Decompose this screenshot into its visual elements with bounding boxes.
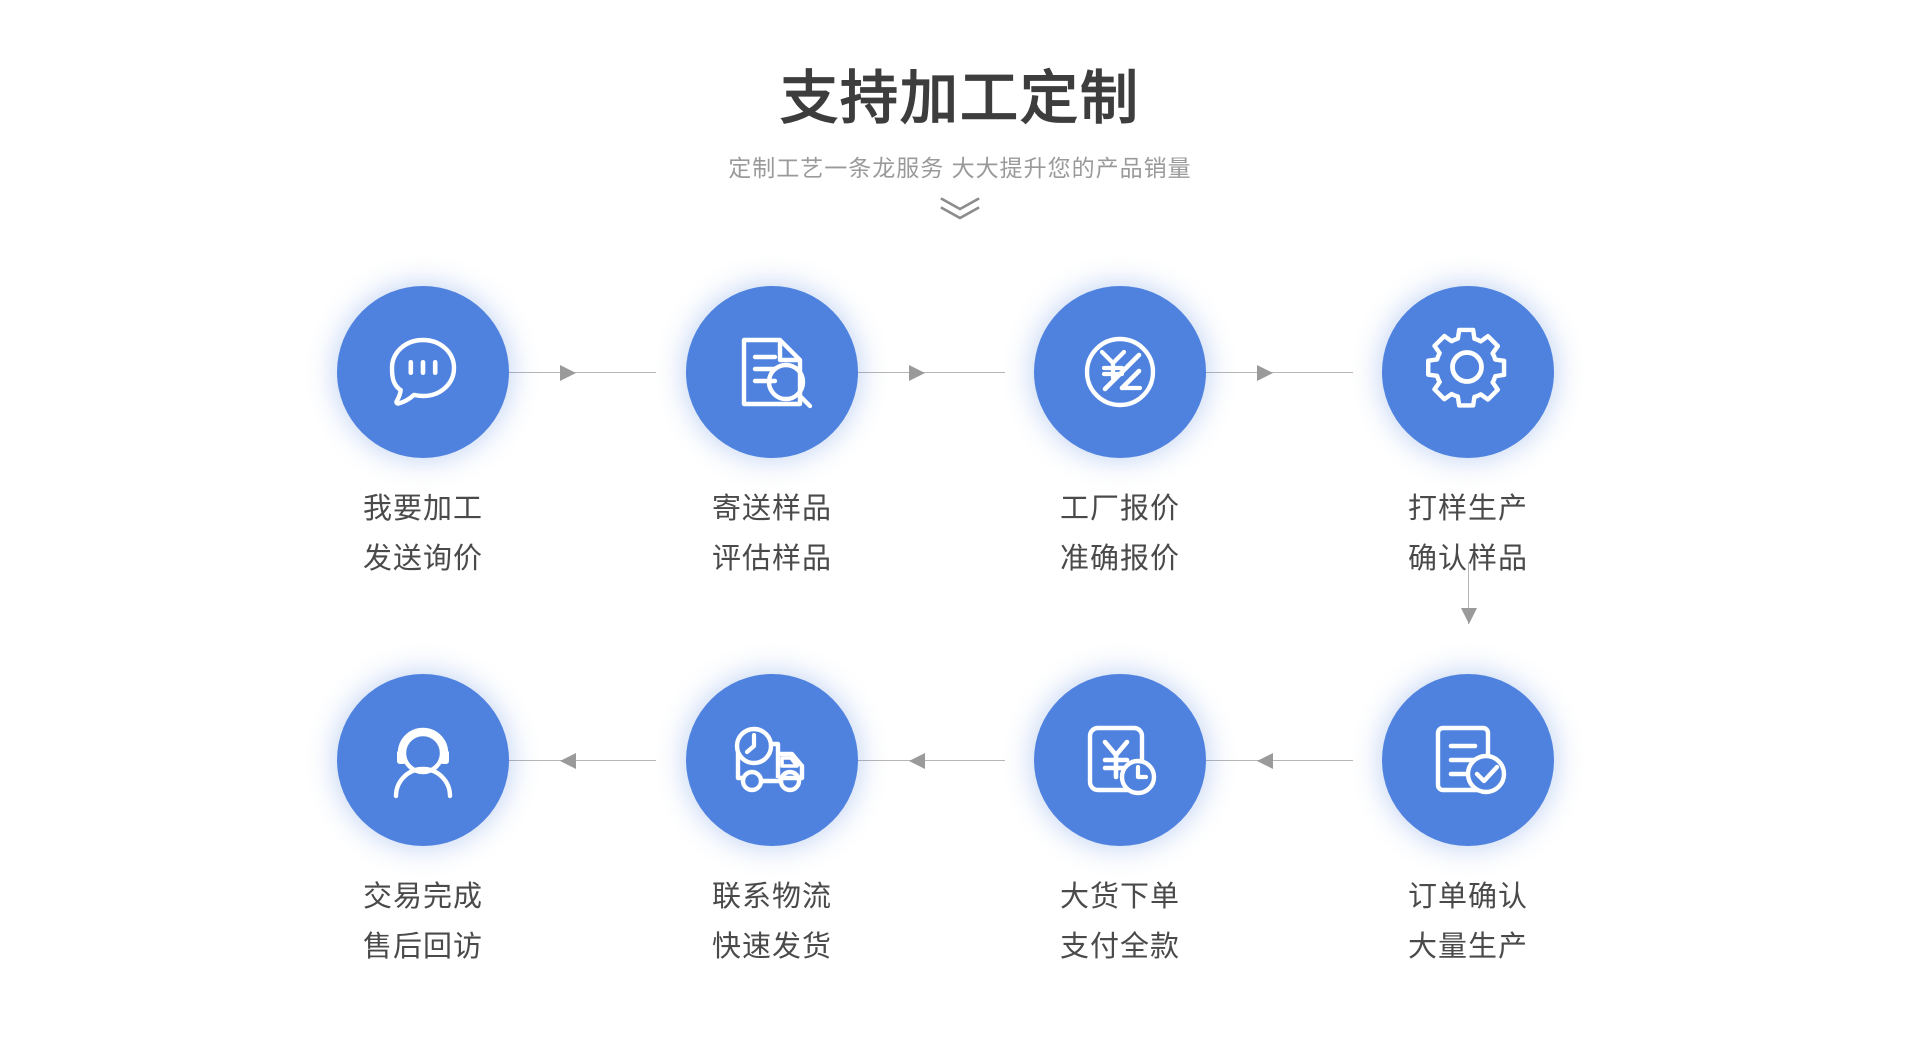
step-icon-circle: [686, 674, 858, 846]
yuan-clock-icon: [1087, 725, 1157, 796]
page-subtitle: 定制工艺一条龙服务 大大提升您的产品销量: [728, 155, 1192, 181]
process-step-8[interactable]: 交易完成售后回访: [293, 674, 553, 972]
step-icon-circle: [1034, 674, 1206, 846]
process-step-6[interactable]: 大货下单支付全款: [990, 674, 1250, 972]
arrow-head-left-icon: [560, 753, 576, 769]
process-step-3[interactable]: 工厂报价准确报价: [990, 286, 1250, 584]
connector-row2-3: [1177, 753, 1353, 769]
arrow-head-right-icon: [560, 365, 576, 381]
headset-support-icon: [393, 727, 453, 799]
connector-line: [1468, 562, 1469, 624]
connector-row1-1: [480, 365, 656, 381]
process-step-1[interactable]: 我要加工发送询价: [293, 286, 553, 584]
step-label-7: 联系物流快速发货: [711, 881, 832, 963]
connector-row1-2: [829, 365, 1005, 381]
step-label-1: 我要加工发送询价: [362, 493, 483, 575]
arrow-head-left-icon: [909, 753, 925, 769]
step-label-4: 打样生产确认样品: [1407, 493, 1528, 575]
document-search-icon: [741, 337, 813, 409]
delivery-truck-icon: [734, 726, 805, 793]
process-step-5[interactable]: 订单确认大量生产: [1338, 674, 1598, 972]
process-step-7[interactable]: 联系物流快速发货: [642, 674, 902, 972]
step-icon-circle: [686, 286, 858, 458]
step-label-8: 交易完成售后回访: [362, 881, 483, 963]
connector-row2-1: [480, 753, 656, 769]
document-check-icon: [1435, 725, 1507, 795]
connector-row2-2: [829, 753, 1005, 769]
arrow-head-down-icon: [1461, 608, 1477, 624]
process-row-1: 我要加工发送询价 寄送样品评估样品: [0, 286, 1920, 616]
process-flow: 我要加工发送询价 寄送样品评估样品: [0, 286, 1920, 1004]
step-label-2: 寄送样品评估样品: [711, 493, 832, 575]
step-icon-circle: [1382, 286, 1554, 458]
page-header: 支持加工定制 定制工艺一条龙服务 大大提升您的产品销量: [0, 0, 1920, 224]
arrow-head-right-icon: [909, 365, 925, 381]
double-chevron-down-container: [0, 194, 1920, 224]
chat-bubble-icon: [389, 337, 457, 406]
yuan-price-circle-icon: [1084, 336, 1156, 408]
step-icon-circle: [337, 674, 509, 846]
gear-icon: [1426, 327, 1507, 408]
process-row-2: 交易完成售后回访 联系物流快速发货: [0, 674, 1920, 1004]
step-icon-circle: [1034, 286, 1206, 458]
double-chevron-down-icon: [940, 197, 980, 220]
arrow-head-right-icon: [1257, 365, 1273, 381]
process-step-4[interactable]: 打样生产确认样品: [1338, 286, 1598, 584]
step-icon-circle: [1382, 674, 1554, 846]
connector-row1-3: [1177, 365, 1353, 381]
step-label-5: 订单确认大量生产: [1407, 881, 1528, 963]
process-step-2[interactable]: 寄送样品评估样品: [642, 286, 902, 584]
arrow-head-left-icon: [1257, 753, 1273, 769]
step-label-6: 大货下单支付全款: [1059, 881, 1180, 963]
step-label-3: 工厂报价准确报价: [1059, 493, 1180, 575]
page-title: 支持加工定制: [779, 66, 1140, 131]
connector-vertical-down: [1461, 562, 1477, 624]
step-icon-circle: [337, 286, 509, 458]
